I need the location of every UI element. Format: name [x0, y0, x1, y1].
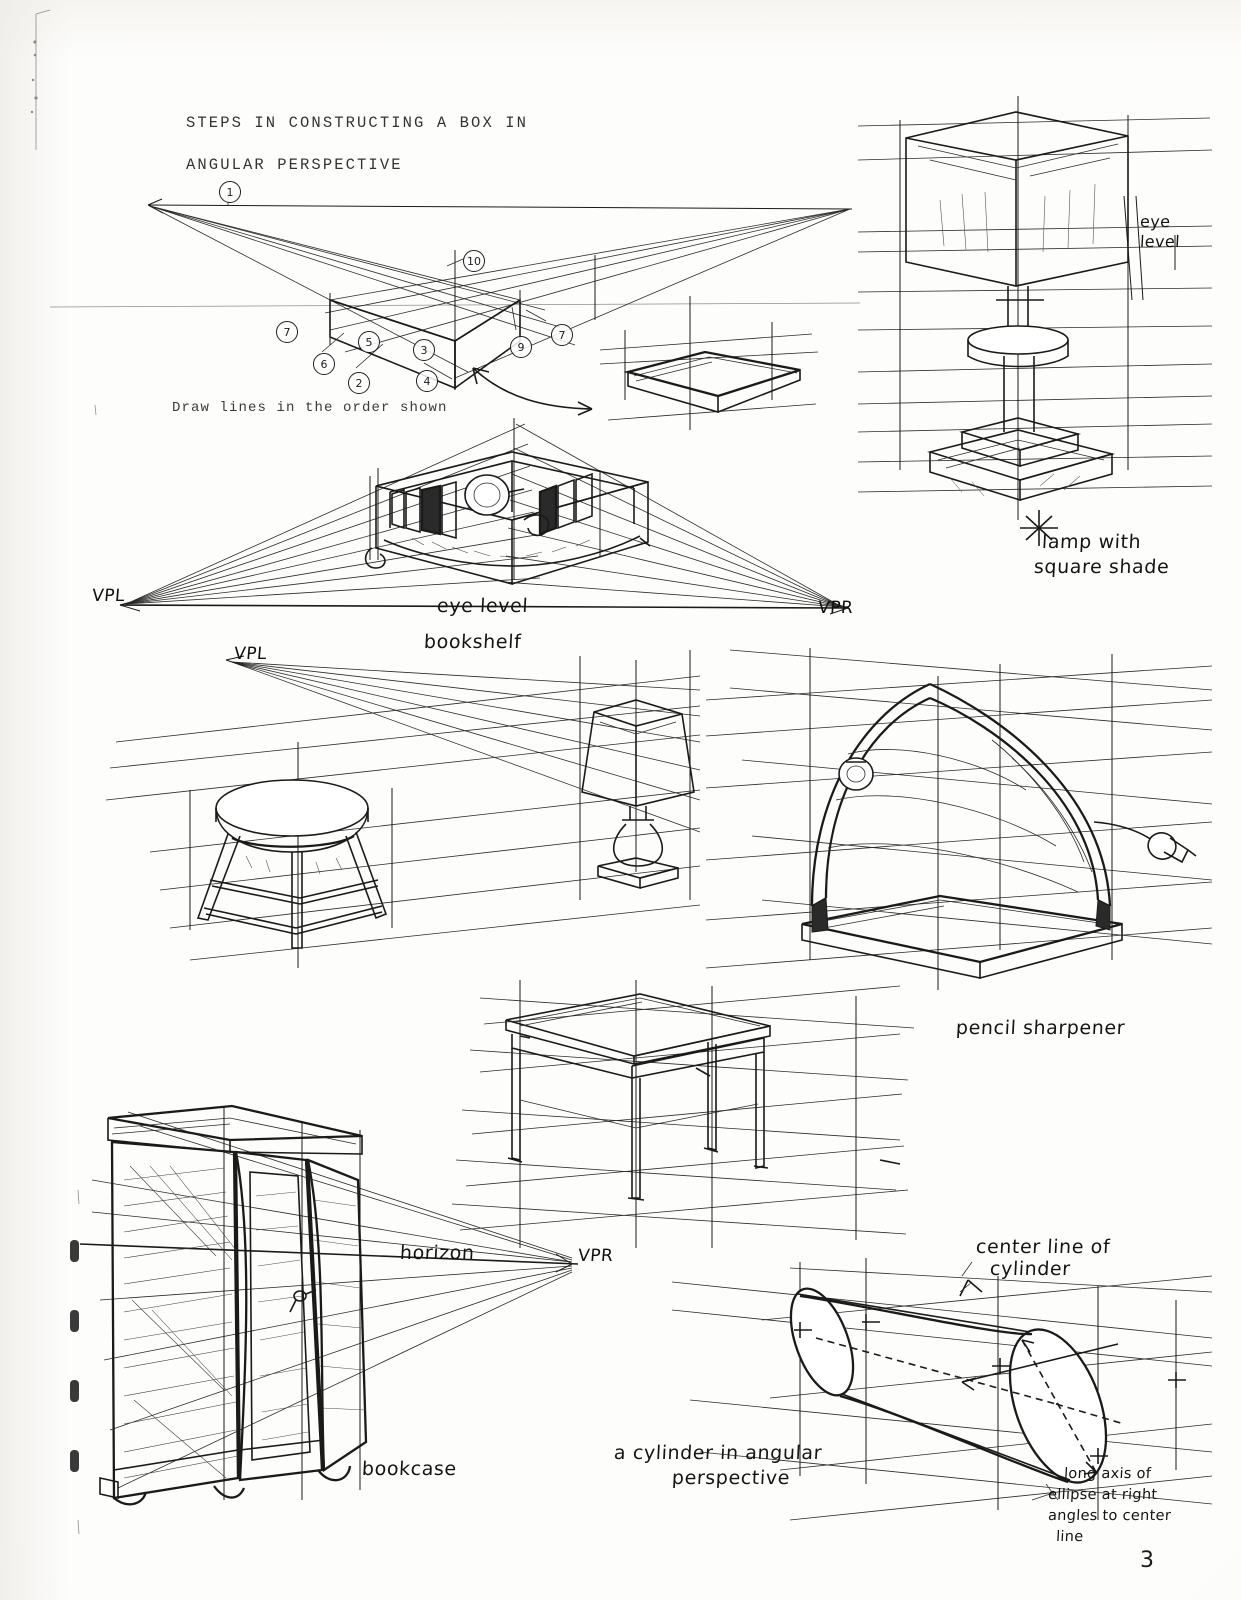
- step-marker-5: 5: [358, 331, 380, 353]
- step-marker-7b: 7: [551, 324, 573, 346]
- cylinder-long-axis-note-4: line: [1055, 1529, 1084, 1545]
- page-title-line2: ANGULAR PERSPECTIVE: [186, 156, 403, 174]
- cylinder-center-line-label-1: center line of: [975, 1236, 1111, 1258]
- step-instruction: Draw lines in the order shown: [172, 400, 448, 416]
- step-marker-2: 2: [348, 372, 370, 394]
- cylinder-long-axis-note-1: long axis of: [1063, 1466, 1152, 1482]
- cylinder-caption-line1: a cylinder in angular: [613, 1442, 823, 1464]
- page-title-line1: STEPS IN CONSTRUCTING A BOX IN: [186, 114, 529, 132]
- step-marker-9: 9: [510, 336, 532, 358]
- cylinder-caption-line2: perspective: [671, 1467, 791, 1489]
- step-marker-4: 4: [416, 370, 438, 392]
- cylinder-center-line-label-2: cylinder: [989, 1258, 1072, 1280]
- step-marker-10: 10: [463, 250, 485, 272]
- cylinder-long-axis-note-2: ellipse at right: [1047, 1487, 1158, 1503]
- step-marker-7a: 7: [276, 321, 298, 343]
- step-marker-6: 6: [313, 353, 335, 375]
- cylinder-long-axis-note-3: angles to center: [1047, 1508, 1172, 1524]
- step-marker-3: 3: [413, 339, 435, 361]
- page-number: 3: [1140, 1548, 1154, 1573]
- step-marker-1: 1: [219, 181, 241, 203]
